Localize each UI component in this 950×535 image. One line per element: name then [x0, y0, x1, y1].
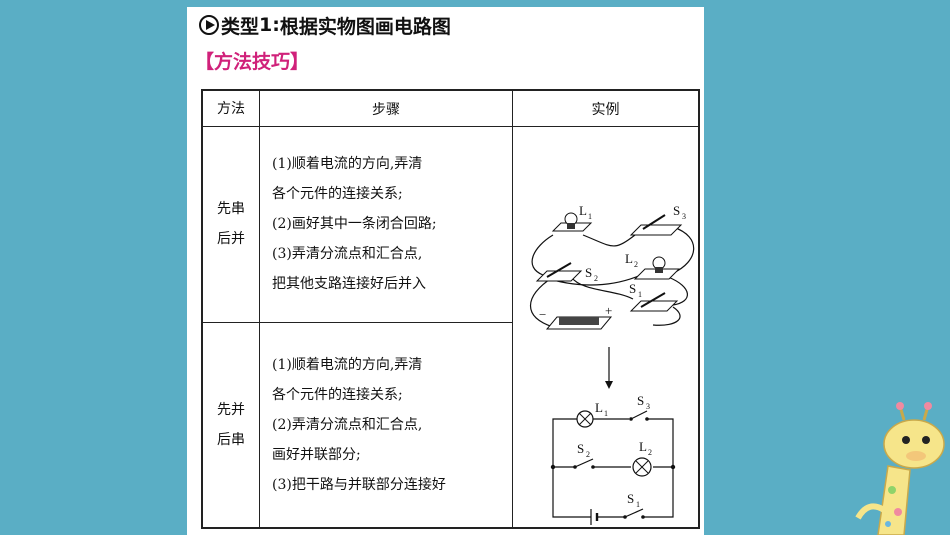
- switch-S2: [535, 262, 583, 282]
- junction-right: [670, 464, 676, 470]
- section-title: 类型 1 : 根据实物图画电路图: [199, 10, 451, 40]
- battery-pack: [545, 316, 613, 330]
- svg-text:S: S: [577, 441, 584, 456]
- svg-text:2: 2: [586, 450, 590, 459]
- header-method: 方法: [201, 89, 260, 127]
- method-table: 方法 步骤 实例 先串 后并 (1)顺着电流的方向,弄清 各个元件的连接关系; …: [201, 89, 700, 529]
- table-header-row: 方法 步骤 实例: [201, 89, 700, 127]
- title-separator: :: [272, 14, 280, 36]
- giraffe-decoration-icon: [855, 402, 945, 535]
- steps-cell: (1)顺着电流的方向,弄清 各个元件的连接关系; (2)弄清分流点和汇合点, 画…: [259, 321, 513, 529]
- svg-text:3: 3: [682, 212, 686, 221]
- svg-text:−: −: [539, 307, 546, 322]
- schematic-switch-S1: [623, 508, 645, 519]
- svg-text:S: S: [629, 281, 636, 296]
- svg-text:2: 2: [634, 260, 638, 269]
- title-text: 根据实物图画电路图: [279, 15, 451, 38]
- table-row: 先并 后串 (1)顺着电流的方向,弄清 各个元件的连接关系; (2)弄清分流点和…: [201, 321, 699, 529]
- method-cell: 先串 后并: [201, 126, 260, 323]
- svg-text:S: S: [673, 203, 680, 218]
- circuit-example-diagram: L 1 S 3 S 2 L: [529, 203, 695, 525]
- switch-S1: [629, 292, 679, 312]
- svg-text:2: 2: [594, 274, 598, 283]
- bulb-L2: [633, 256, 681, 280]
- schematic-wires: [552, 418, 674, 518]
- svg-text:1: 1: [636, 500, 640, 509]
- svg-text:L: L: [595, 400, 603, 415]
- svg-text:+: +: [605, 303, 612, 318]
- switch-S3: [629, 214, 683, 236]
- svg-text:2: 2: [648, 448, 652, 457]
- svg-text:1: 1: [588, 212, 592, 221]
- svg-text:3: 3: [646, 402, 650, 411]
- down-arrow-icon: [605, 347, 613, 389]
- schematic-battery: [590, 509, 599, 525]
- header-steps: 步骤: [259, 89, 513, 127]
- junction-left: [550, 464, 556, 470]
- svg-text:1: 1: [604, 409, 608, 418]
- svg-text:L: L: [639, 439, 647, 454]
- svg-text:S: S: [585, 265, 592, 280]
- play-arrow-icon: [199, 15, 219, 35]
- svg-text:S: S: [637, 393, 644, 408]
- svg-text:L: L: [625, 251, 633, 266]
- svg-text:S: S: [627, 491, 634, 506]
- title-prefix: 类型: [221, 15, 260, 38]
- header-example: 实例: [512, 89, 700, 127]
- schematic-lamp-L2: [632, 457, 652, 477]
- bulb-L1: [551, 212, 593, 232]
- schematic-switch-S3: [629, 410, 649, 421]
- schematic-lamp-L1: [576, 410, 594, 428]
- steps-cell: (1)顺着电流的方向,弄清 各个元件的连接关系; (2)画好其中一条闭合回路; …: [259, 126, 513, 323]
- schematic-switch-S2: [573, 458, 595, 469]
- method-cell: 先并 后串: [201, 321, 260, 529]
- method-tips-heading: 【方法技巧】: [195, 51, 310, 73]
- title-number: 1: [259, 14, 273, 36]
- table-row: 先串 后并 (1)顺着电流的方向,弄清 各个元件的连接关系; (2)画好其中一条…: [201, 126, 700, 529]
- svg-text:1: 1: [638, 290, 642, 299]
- example-cell: L 1 S 3 S 2 L: [512, 126, 700, 529]
- svg-text:L: L: [579, 203, 587, 218]
